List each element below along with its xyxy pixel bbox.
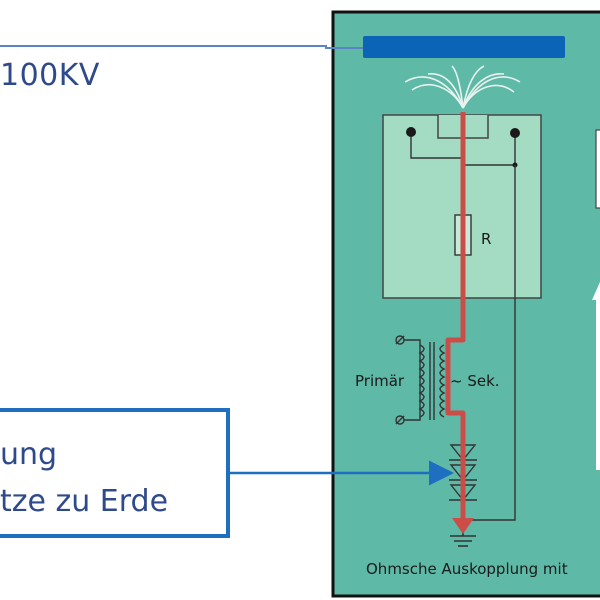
voltage-connector-line: [0, 45, 363, 49]
panel-caption: Ohmsche Auskopplung mit: [366, 560, 568, 578]
terminal-left-icon: [406, 127, 416, 137]
discharge-arcs: [404, 65, 521, 109]
resistor-label: R: [481, 230, 492, 248]
callout-text-line-1: ung: [0, 437, 58, 472]
secondary-label: ~ Sek.: [450, 372, 500, 390]
current-path-arrowhead: [452, 518, 474, 534]
terminal-right-icon: [510, 128, 520, 138]
current-path-line: [445, 112, 466, 518]
right-side-arrow-cut: [592, 282, 600, 470]
transformer-icon: [395, 335, 446, 425]
return-wire: [463, 165, 516, 521]
callout-box: [0, 408, 230, 538]
voltage-label: 100KV: [0, 58, 100, 93]
primary-label: Primär: [355, 372, 405, 390]
right-side-box-cut: [595, 129, 600, 209]
electrode-bar: [363, 36, 565, 58]
callout-text-line-2: tze zu Erde: [0, 484, 169, 519]
schematic-panel: [331, 10, 600, 598]
